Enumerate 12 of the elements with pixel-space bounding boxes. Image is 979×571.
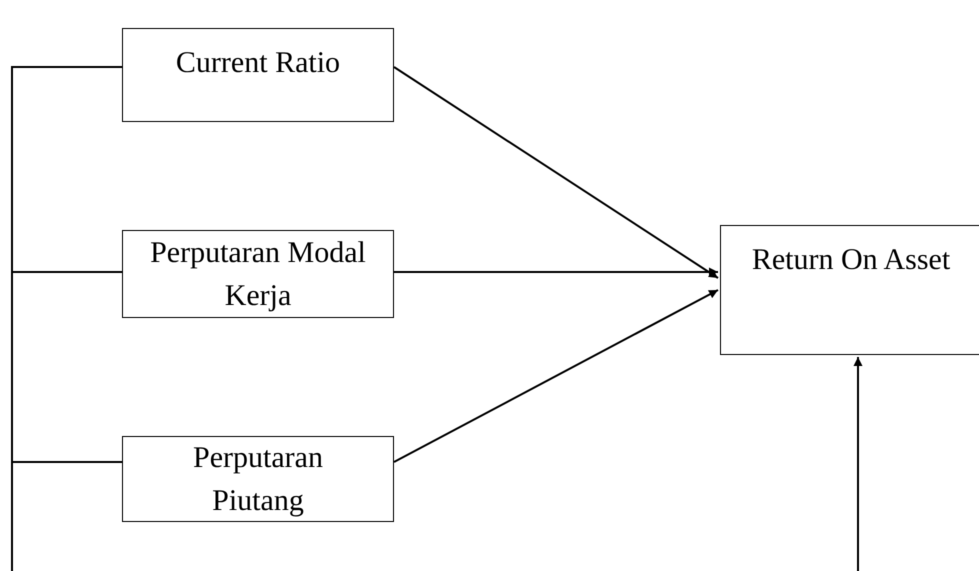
arrow <box>394 289 718 463</box>
variable-box <box>720 225 979 355</box>
variable-box <box>122 436 394 522</box>
arrow <box>394 268 718 276</box>
variable-box <box>122 230 394 318</box>
arrow <box>393 66 719 279</box>
variable-box <box>122 28 394 122</box>
box-label: Current Ratio <box>176 45 340 81</box>
box-label: Return On Asset <box>752 242 950 278</box>
box-label: Perputaran Piutang <box>192 440 324 519</box>
arrow <box>854 357 862 571</box>
box-label: Perputaran Modal Kerja <box>149 234 367 314</box>
